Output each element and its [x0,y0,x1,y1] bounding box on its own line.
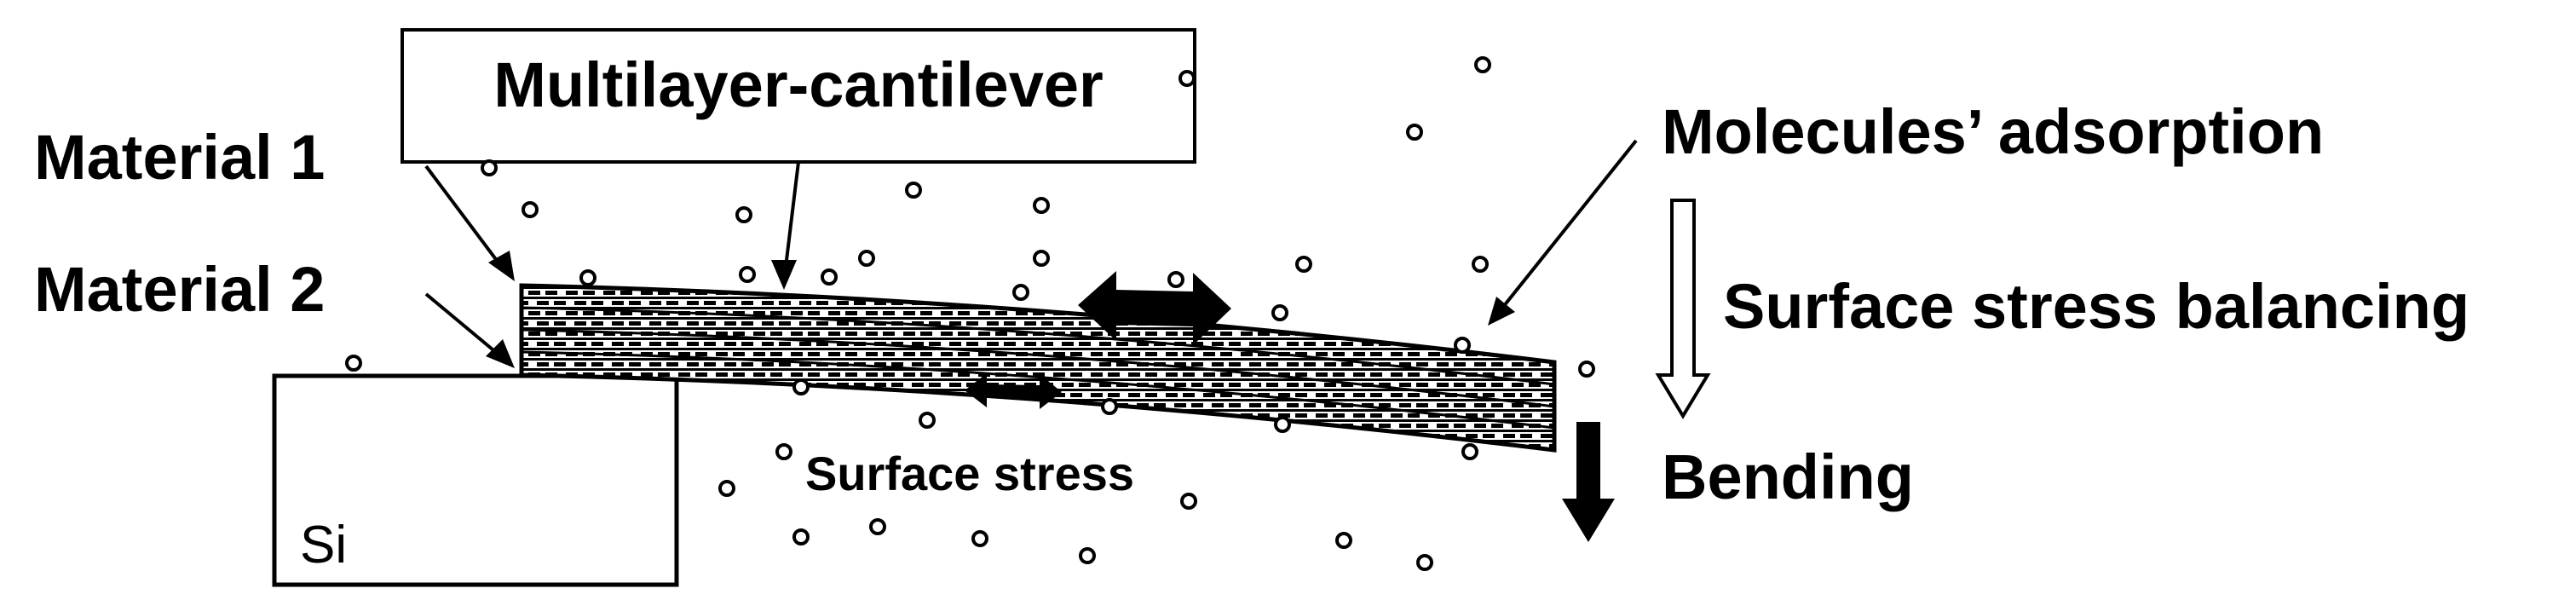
molecule-circle-icon [1578,361,1595,378]
material2-pointer-line [424,292,504,360]
molecule-circle-icon [971,530,988,547]
material1-pointer-line [424,164,504,270]
molecules [345,56,1595,571]
cantilever-layer-line [521,306,1555,386]
molecule-circle-icon [1474,56,1491,73]
molecule-circle-icon [1416,554,1433,571]
double-arrow-icon [965,373,1062,409]
molecule-circle-icon [1295,256,1312,273]
molecule-circle-icon [792,378,810,395]
molecule-circle-icon [735,206,752,223]
molecule-circle-icon [792,528,810,545]
molecule-circle-icon [1180,493,1197,510]
adsorption-pointer-line [1498,139,1638,313]
molecule-circle-icon [345,355,362,372]
substrate-label: Si [300,516,347,574]
si-substrate [272,373,679,587]
molecule-circle-icon [919,412,936,429]
molecule-circle-icon [1271,304,1288,321]
molecule-circle-icon [1179,70,1196,87]
molecule-circle-icon [718,480,735,497]
molecule-circle-icon [481,159,498,176]
bending-label: Bending [1662,442,1914,512]
molecule-circle-icon [1033,197,1050,214]
molecule-circle-icon [1012,284,1029,301]
material2-pointer-head [486,339,515,368]
molecule-circle-icon [869,518,886,535]
molecule-circle-icon [1167,271,1184,288]
molecule-circle-icon [1101,398,1118,415]
molecule-circle-icon [858,250,875,267]
molecule-circle-icon [905,182,922,199]
molecule-circle-icon [775,443,792,460]
molecule-circle-icon [1472,256,1489,273]
molecule-circle-icon [1461,443,1478,460]
adsorption-label: Molecules’ adsorption [1662,96,2324,167]
molecule-circle-icon [1079,547,1096,564]
cantilever-pointer-head [771,260,797,290]
molecule-circle-icon [579,269,596,286]
cantilever-title: Multilayer-cantilever [493,49,1104,120]
molecule-circle-icon [1274,416,1291,433]
material2-label: Material 2 [34,254,325,325]
double-arrow-icon [1078,271,1231,345]
molecule-circle-icon [739,266,756,283]
molecule-circle-icon [522,201,539,218]
multilayer-cantilever [519,283,1557,453]
molecule-circle-icon [821,268,838,286]
solid-down-arrow-icon [1562,422,1615,542]
hollow-down-arrow-icon [1655,199,1711,419]
balancing-label: Surface stress balancing [1723,271,2469,342]
molecule-circle-icon [1335,532,1352,549]
material1-pointer-head [488,251,515,281]
molecule-circle-icon [1454,337,1471,354]
cantilever-layer-line [521,328,1555,408]
molecule-circle-icon [1406,124,1423,141]
cantilever-layer-line [521,350,1555,430]
surface-stress-label: Surface stress [805,447,1134,500]
molecule-circle-icon [1033,250,1050,267]
adsorption-pointer-head [1488,297,1515,326]
material1-label: Material 1 [34,122,325,193]
